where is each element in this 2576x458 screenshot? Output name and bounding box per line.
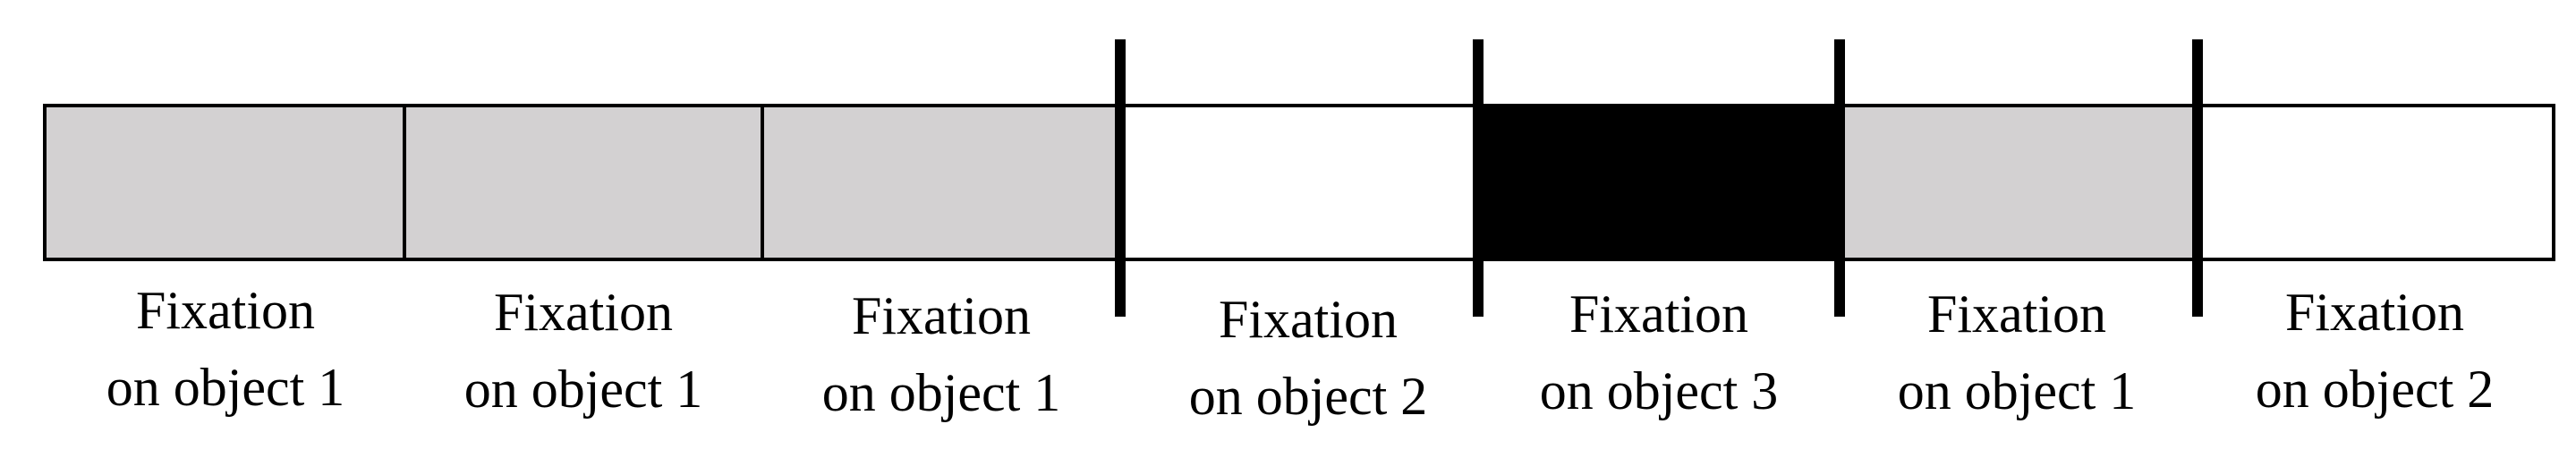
fixation-label: Fixation on object 1: [1838, 276, 2196, 429]
fixation-label: Fixation on object 1: [762, 277, 1120, 431]
thick-divider: [1115, 39, 1126, 317]
fixation-label-line1: Fixation: [851, 286, 1031, 345]
thin-divider: [761, 106, 764, 259]
thick-divider: [1834, 39, 1845, 317]
fixation-label-line2: on object 3: [1539, 361, 1779, 420]
fixation-label: Fixation on object 2: [2196, 274, 2554, 428]
fixation-cell-3: [762, 106, 1120, 259]
fixation-label-line1: Fixation: [2284, 283, 2464, 342]
fixation-cell-5: [1478, 106, 1840, 259]
thin-divider: [403, 106, 406, 259]
fixation-label-line2: on object 1: [821, 363, 1061, 422]
fixation-label-line2: on object 1: [1897, 361, 2137, 420]
fixation-cell-1: [47, 106, 404, 259]
fixation-label-line2: on object 1: [463, 360, 703, 419]
fixation-label-line2: on object 2: [2255, 360, 2495, 419]
fixation-cell-4: [1120, 106, 1478, 259]
fixation-label: Fixation on object 1: [47, 272, 404, 426]
fixation-label: Fixation on object 1: [404, 274, 762, 428]
fixation-cell-2: [404, 106, 762, 259]
fixation-label-line2: on object 2: [1188, 367, 1428, 426]
fixation-label-line1: Fixation: [1926, 284, 2106, 344]
fixation-label-line2: on object 1: [106, 358, 345, 417]
fixation-label-line1: Fixation: [1218, 290, 1398, 349]
thick-divider: [1473, 39, 1484, 317]
thick-divider: [2192, 39, 2203, 317]
fixation-label-line1: Fixation: [1569, 284, 1748, 344]
fixation-label-line1: Fixation: [493, 283, 673, 342]
fixation-cell-6: [1840, 106, 2198, 259]
fixation-cell-7: [2198, 106, 2552, 259]
fixation-label-line1: Fixation: [135, 281, 315, 340]
fixation-label: Fixation on object 3: [1480, 276, 1838, 429]
fixation-label: Fixation on object 2: [1129, 281, 1487, 435]
